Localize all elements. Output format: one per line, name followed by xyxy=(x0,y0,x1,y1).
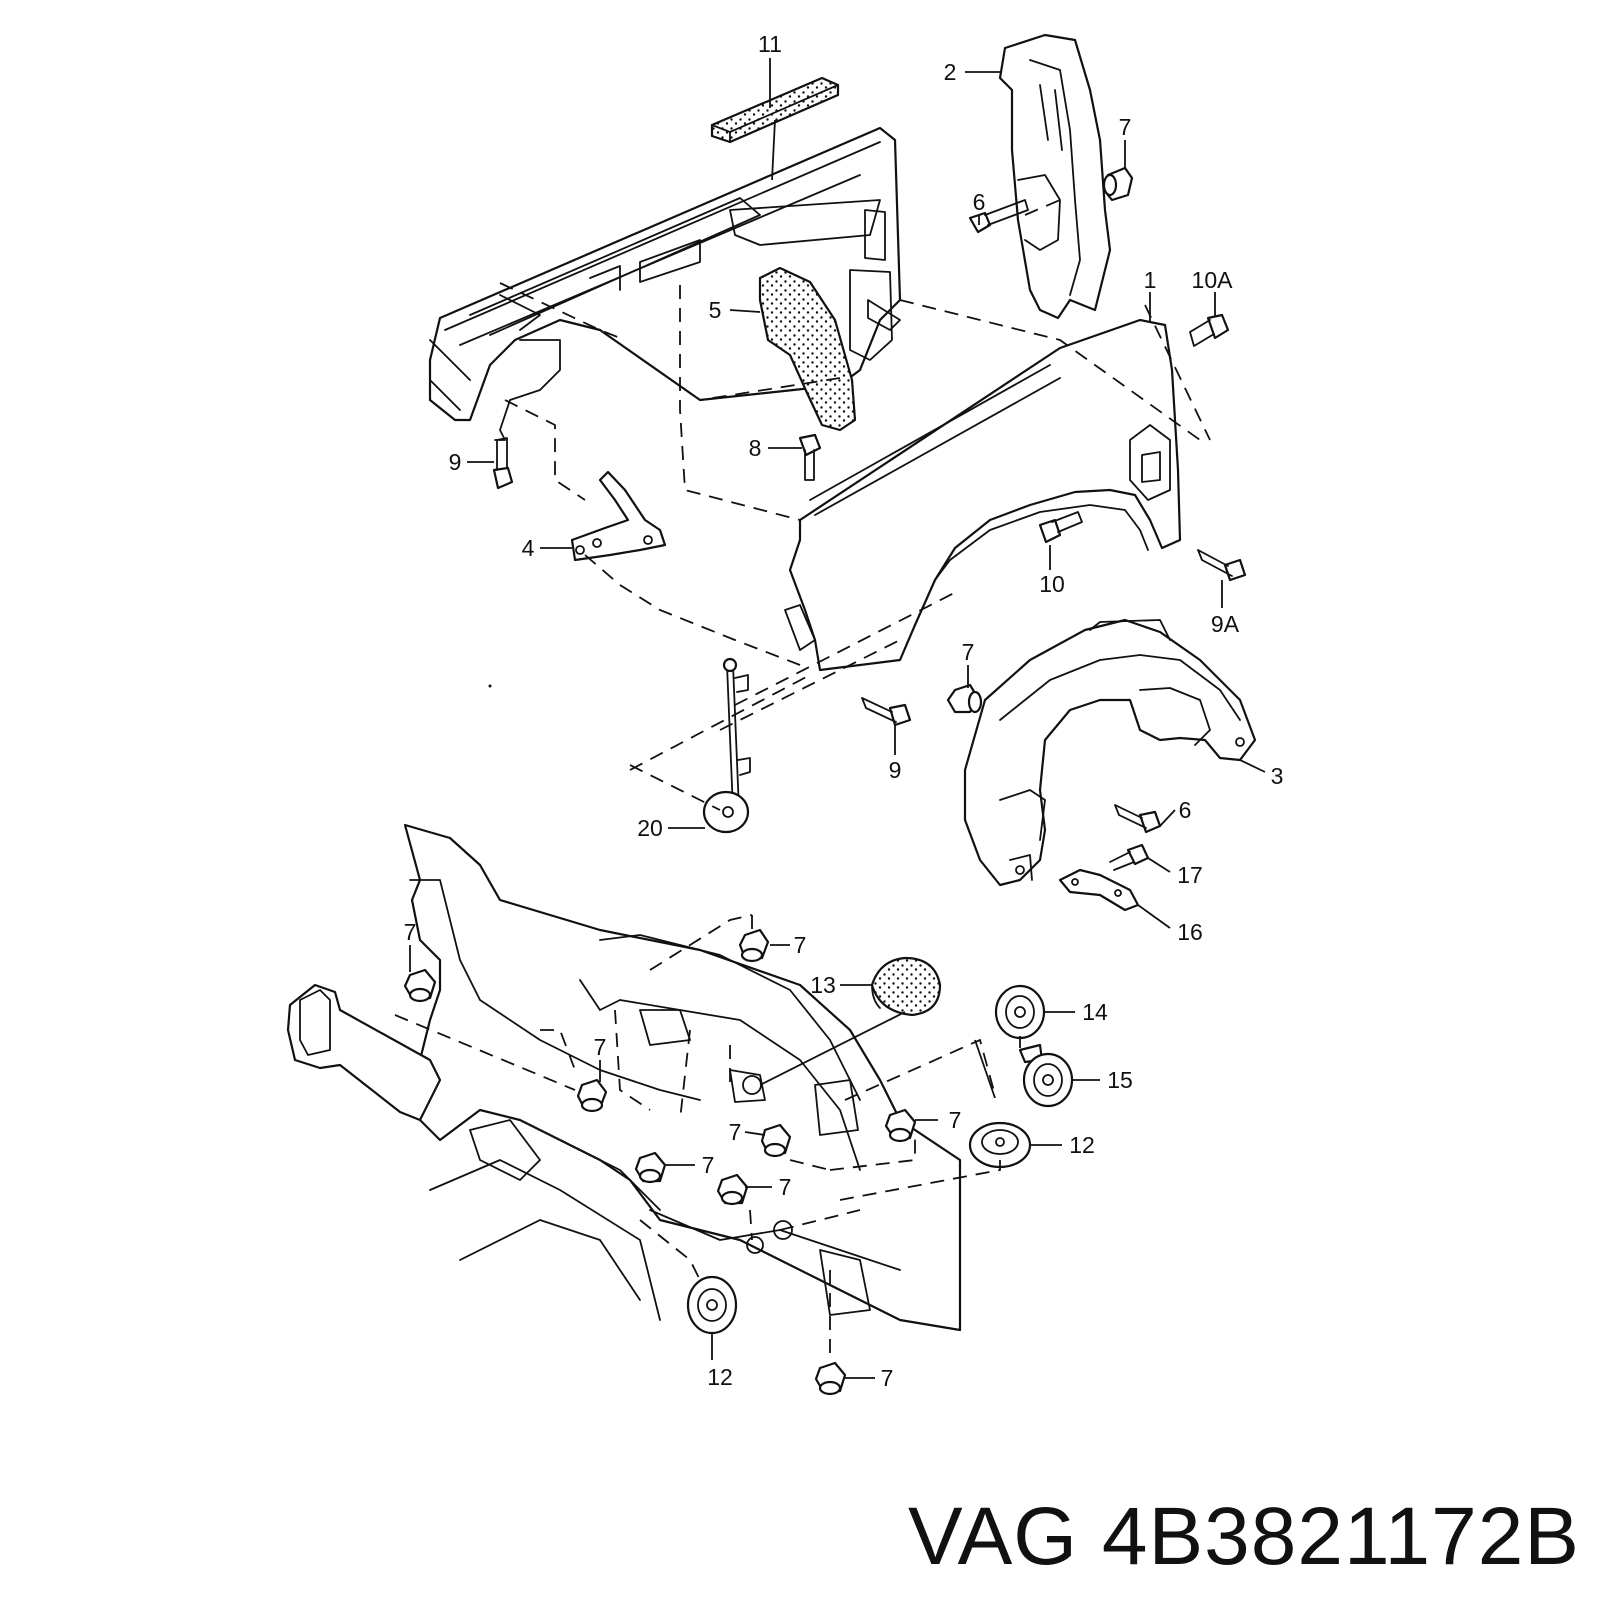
grommet-icon xyxy=(1018,1043,1074,1108)
part-number-caption: VAG 4B3821172B xyxy=(907,1491,1580,1582)
bolt-icon xyxy=(1197,549,1247,582)
assembly-lines-upper xyxy=(499,199,1211,811)
clip-icon xyxy=(760,1123,792,1158)
part-1-front-fender xyxy=(784,318,1182,672)
clip-icon xyxy=(814,1361,847,1396)
callout-7: 7 xyxy=(962,639,975,665)
callout-13: 13 xyxy=(810,972,836,998)
callout-8: 8 xyxy=(749,435,762,461)
part-5-foam-block xyxy=(758,266,857,432)
longitudinal-member xyxy=(286,983,661,1321)
lower-body-structure xyxy=(403,823,962,1332)
assembly-lines-lower xyxy=(394,914,1001,1360)
callout-9A: 9A xyxy=(1211,611,1240,637)
bolt-icon xyxy=(492,437,514,490)
callout-15: 15 xyxy=(1107,1067,1133,1093)
callout-12: 12 xyxy=(707,1364,733,1390)
callout-10: 10 xyxy=(1039,571,1065,597)
fasteners-upper xyxy=(492,166,1247,871)
bolt-icon xyxy=(861,697,912,727)
callout-7: 7 xyxy=(881,1365,894,1391)
speck xyxy=(488,684,492,688)
grommet-icon xyxy=(994,984,1046,1040)
clip-icon xyxy=(884,1108,917,1143)
bolt-icon xyxy=(798,433,822,481)
part-11-foam-strip xyxy=(710,76,840,144)
part-3-wheel-housing-liner xyxy=(963,618,1257,887)
callout-7: 7 xyxy=(404,919,417,945)
callout-11: 11 xyxy=(758,31,782,57)
clip-icon xyxy=(716,1173,749,1206)
callout-20: 20 xyxy=(637,815,663,841)
callout-6: 6 xyxy=(1179,797,1192,823)
callout-17: 17 xyxy=(1177,862,1203,888)
callout-7: 7 xyxy=(779,1174,792,1200)
callout-6: 6 xyxy=(973,189,986,215)
callout-12: 12 xyxy=(1069,1132,1095,1158)
callout-2: 2 xyxy=(944,59,957,85)
callout-9: 9 xyxy=(889,757,902,783)
plug-icon xyxy=(1109,843,1150,871)
callout-14: 14 xyxy=(1082,999,1108,1025)
clip-icon xyxy=(946,683,983,714)
clip-icon xyxy=(1102,166,1134,202)
grommets xyxy=(686,984,1074,1335)
leader-lines xyxy=(409,58,1266,1379)
bolt-icon xyxy=(1038,511,1083,544)
clip-icon xyxy=(738,928,770,963)
clip-icon xyxy=(403,968,437,1003)
part-4-bracket xyxy=(570,470,667,562)
callout-16: 16 xyxy=(1177,919,1203,945)
callout-7: 7 xyxy=(594,1034,607,1060)
grommet-icon xyxy=(686,1275,738,1335)
callout-7: 7 xyxy=(1119,114,1132,140)
callout-4: 4 xyxy=(522,535,535,561)
callout-10A: 10A xyxy=(1192,267,1234,293)
callout-labels: 11 2 7 6 1 10A 5 8 9 4 10 9A 7 9 3 6 20 … xyxy=(404,31,1284,1391)
bolt-icon xyxy=(1114,804,1162,834)
part-20-rod-washer xyxy=(702,657,751,834)
part-2-insulator xyxy=(998,33,1112,320)
clip-icon xyxy=(634,1151,667,1184)
part-13-foam-plug xyxy=(870,956,942,1017)
callout-5: 5 xyxy=(709,297,722,323)
callout-1: 1 xyxy=(1144,267,1157,293)
part-16-bracket xyxy=(1058,868,1140,912)
bolt-icon xyxy=(968,199,1029,234)
callout-7: 7 xyxy=(702,1152,715,1178)
bolt-icon xyxy=(1189,313,1230,347)
callout-7: 7 xyxy=(794,932,807,958)
callout-9: 9 xyxy=(449,449,462,475)
callout-3: 3 xyxy=(1271,763,1284,789)
callout-7: 7 xyxy=(949,1107,962,1133)
clip-icon xyxy=(576,1078,608,1113)
callout-7: 7 xyxy=(729,1119,742,1145)
clips-lower xyxy=(403,928,917,1396)
